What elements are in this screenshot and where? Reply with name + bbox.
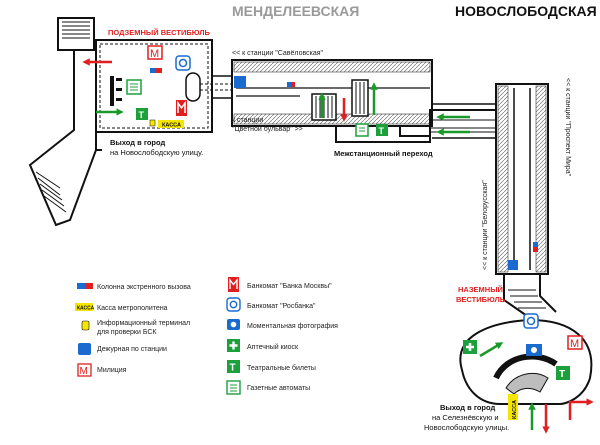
theatre-tickets-icon: Т	[136, 108, 148, 120]
legend-item-photo: Моментальная фотография	[227, 319, 338, 330]
svg-text:Т: Т	[139, 110, 145, 120]
svg-text:Аптечный киоск: Аптечный киоск	[247, 343, 299, 351]
legend-item-kassa: КАССА Касса метрополитена	[75, 303, 168, 312]
svg-text:Театральные билеты: Театральные билеты	[247, 364, 316, 372]
legend-item-emergency: Колонна экстренного вызова	[77, 283, 191, 291]
svg-text:Газетные автоматы: Газетные автоматы	[247, 385, 310, 392]
station-attendant-icon	[234, 76, 246, 88]
exit2-title: Выход в город	[440, 403, 495, 412]
station-title-mendeleevskaya: МЕНДЕЛЕЕВСКАЯ	[232, 3, 359, 19]
svg-text:Банкомат "Росбанка": Банкомат "Росбанка"	[247, 302, 316, 310]
ticket-office-icon: КАССА	[508, 394, 518, 420]
turnstile-row	[110, 76, 122, 106]
svg-text:Банкомат "Банка Москвы": Банкомат "Банка Москвы"	[247, 283, 332, 290]
emergency-call-column-icon	[77, 283, 85, 289]
svg-text:КАССА: КАССА	[512, 400, 518, 419]
ground-lobby-label-line2: ВЕСТИБЮЛЬ	[456, 295, 506, 304]
to-tsvetnoy-label-line1: к станции	[232, 117, 263, 124]
svg-text:Т: Т	[379, 126, 385, 136]
photo-booth-icon	[526, 344, 542, 356]
svg-text:Информационный терминал: Информационный терминал	[97, 319, 190, 327]
ground-lobby-escalator	[503, 274, 557, 319]
station-title-novoslobodskaya: НОВОСЛОБОДСКАЯ	[455, 3, 597, 19]
station-attendant-icon	[78, 343, 91, 355]
svg-text:КАССА: КАССА	[77, 306, 95, 312]
info-terminal-icon	[81, 320, 90, 331]
svg-text:КАССА: КАССА	[162, 123, 181, 129]
atm-rosbank-icon	[175, 55, 191, 71]
emergency-call-column-icon	[150, 68, 162, 73]
legend-item-atm-rosbank: Банкомат "Росбанка"	[226, 297, 316, 312]
svg-text:Т: Т	[230, 363, 236, 374]
legend-item-newspaper: Газетные автоматы	[226, 380, 310, 395]
legend: Колонна экстренного вызова КАССА Касса м…	[75, 277, 338, 395]
novoslobodskaya-platform	[495, 83, 549, 275]
atm-bank-moscow-icon	[176, 100, 187, 116]
newspaper-machines-icon	[126, 79, 142, 95]
svg-text:Т: Т	[559, 369, 565, 380]
svg-text:М: М	[570, 338, 579, 350]
to-belorusskaya-label: << к станции "Белорусская"	[482, 180, 489, 270]
svg-text:М: М	[80, 366, 88, 377]
transfer-passage	[335, 103, 496, 143]
exit2-subtitle-line2: Новослободскую улицы.	[424, 423, 509, 432]
svg-text:Милиция: Милиция	[97, 367, 127, 374]
exit2-arrow-red	[568, 398, 594, 420]
theatre-tickets-icon: Т	[556, 366, 570, 380]
ground-lobby-label-line1: НАЗЕМНЫЙ	[458, 285, 503, 294]
svg-text:М: М	[150, 48, 159, 60]
svg-text:Колонна экстренного вызова: Колонна экстренного вызова	[97, 284, 191, 291]
emergency-call-column-icon	[533, 242, 538, 252]
legend-item-pharmacy: Аптечный киоск	[227, 339, 299, 352]
atm-rosbank-icon	[226, 297, 241, 312]
ticket-office-icon	[75, 303, 93, 311]
svg-text:Касса метрополитена: Касса метрополитена	[97, 305, 168, 312]
legend-item-terminal: Информационный терминал для проверки БСК	[81, 319, 190, 336]
to-tsvetnoy-label-line2: "Цветной бульвар" >>	[232, 125, 303, 133]
exit2-subtitle-line1: на Селезнёвскую и	[432, 413, 499, 422]
police-icon: М	[147, 45, 163, 60]
police-icon: М	[567, 335, 583, 350]
theatre-tickets-icon	[227, 360, 240, 373]
ground-lobby-hall	[459, 318, 593, 405]
mendeleevskaya-escalator-tunnel	[28, 17, 102, 227]
theatre-tickets-icon: Т	[376, 124, 388, 136]
ticket-office-icon: КАССА	[158, 120, 184, 129]
info-terminal-icon	[149, 119, 156, 127]
police-icon	[77, 363, 92, 377]
underground-lobby-label: ПОДЗЕМНЫЙ ВЕСТИБЮЛЬ	[108, 28, 210, 37]
lobby-to-platform-escalator	[185, 72, 232, 102]
legend-item-theatre: Т Театральные билеты	[227, 360, 316, 374]
station-attendant-icon	[508, 260, 518, 270]
transfer-passage-label: Межстанционный переход	[334, 149, 433, 158]
pharmacy-kiosk-icon	[463, 340, 477, 354]
legend-item-attendant: Дежурная по станции	[78, 343, 167, 355]
ground-lobby-arrow-green	[479, 342, 504, 358]
svg-text:для проверки БСК: для проверки БСК	[97, 329, 157, 336]
svg-text:Моментальная фотография: Моментальная фотография	[247, 323, 338, 330]
legend-item-atm-bank-moscow: Банкомат "Банка Москвы"	[228, 277, 332, 292]
svg-text:Дежурная по станции: Дежурная по станции	[97, 346, 167, 353]
atm-rosbank-icon	[523, 313, 539, 329]
exit1-title: Выход в город	[110, 138, 165, 147]
exit1-subtitle: на Новослободскую улицу.	[110, 148, 203, 157]
newspaper-machines-icon	[355, 123, 369, 137]
emergency-call-column-icon	[287, 82, 295, 87]
to-savelovskaya-label: << к станции "Савёловская"	[232, 50, 324, 57]
to-prospekt-mira-label: << к станции "Проспект Мира"	[564, 78, 571, 177]
legend-item-police: М Милиция	[77, 363, 127, 377]
